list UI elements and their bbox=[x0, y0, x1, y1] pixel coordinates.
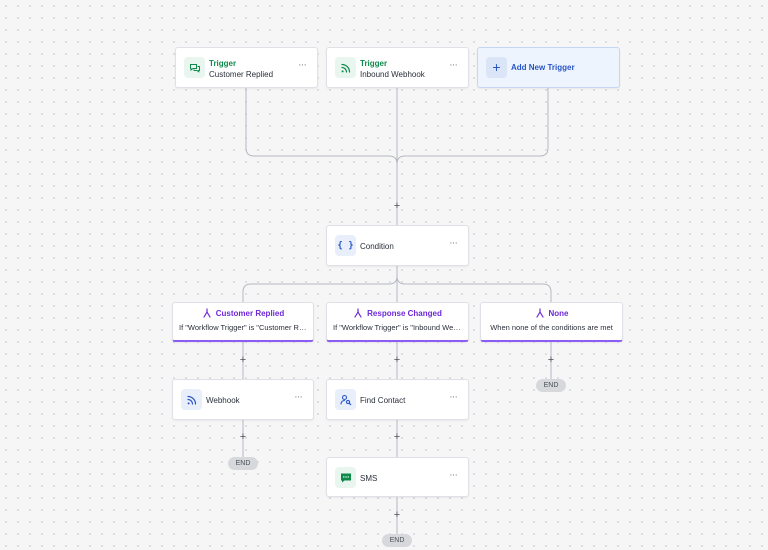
add-step-button[interactable]: + bbox=[239, 431, 247, 443]
branch-none[interactable]: None When none of the conditions are met bbox=[480, 302, 623, 342]
branch-description: When none of the conditions are met bbox=[490, 323, 613, 332]
add-step-button[interactable]: + bbox=[547, 354, 555, 366]
branch-icon bbox=[535, 308, 544, 318]
action-webhook[interactable]: Webhook ··· bbox=[172, 379, 314, 420]
action-label: Find Contact bbox=[360, 396, 406, 405]
action-sms[interactable]: SMS ··· bbox=[326, 457, 469, 497]
condition-node[interactable]: { } Condition ··· bbox=[326, 225, 469, 266]
trigger-customer-replied[interactable]: Trigger Customer Replied ··· bbox=[175, 47, 318, 88]
webhook-icon bbox=[335, 57, 356, 78]
sms-icon bbox=[335, 467, 356, 488]
trigger-inbound-webhook[interactable]: Trigger Inbound Webhook ··· bbox=[326, 47, 469, 88]
trigger-name-label: Customer Replied bbox=[209, 70, 274, 79]
branch-icon bbox=[354, 308, 362, 318]
end-marker: END bbox=[228, 457, 258, 470]
branch-icon bbox=[203, 308, 211, 318]
trigger-name-label: Inbound Webhook bbox=[360, 70, 425, 79]
more-options-icon[interactable]: ··· bbox=[298, 59, 307, 71]
more-options-icon[interactable]: ··· bbox=[449, 59, 458, 71]
branch-description: If "Workflow Trigger" is "Inbound Web... bbox=[333, 323, 462, 332]
branch-description: If "Workflow Trigger" is "Customer Re... bbox=[179, 323, 307, 332]
end-marker: END bbox=[382, 534, 412, 547]
braces-icon: { } bbox=[335, 235, 356, 256]
add-step-button[interactable]: + bbox=[393, 431, 401, 443]
more-options-icon[interactable]: ··· bbox=[449, 391, 458, 403]
webhook-icon bbox=[181, 389, 202, 410]
branch-response-changed[interactable]: Response Changed If "Workflow Trigger" i… bbox=[326, 302, 469, 342]
person-search-icon bbox=[335, 389, 356, 410]
more-options-icon[interactable]: ··· bbox=[449, 237, 458, 249]
branch-customer-replied[interactable]: Customer Replied If "Workflow Trigger" i… bbox=[172, 302, 314, 342]
branch-title: Response Changed bbox=[367, 308, 442, 318]
end-marker: END bbox=[536, 379, 566, 392]
add-step-button[interactable]: + bbox=[393, 200, 401, 212]
add-step-button[interactable]: + bbox=[393, 509, 401, 521]
more-options-icon[interactable]: ··· bbox=[294, 391, 303, 403]
add-trigger-label: Add New Trigger bbox=[511, 63, 575, 72]
add-step-button[interactable]: + bbox=[393, 354, 401, 366]
action-find-contact[interactable]: Find Contact ··· bbox=[326, 379, 469, 420]
plus-icon: + bbox=[486, 57, 507, 78]
trigger-kind-label: Trigger bbox=[209, 59, 237, 68]
action-label: SMS bbox=[360, 474, 378, 483]
condition-label: Condition bbox=[360, 242, 394, 251]
add-step-button[interactable]: + bbox=[239, 354, 247, 366]
branch-title: Customer Replied bbox=[215, 308, 285, 318]
trigger-kind-label: Trigger bbox=[360, 59, 388, 68]
more-options-icon[interactable]: ··· bbox=[449, 469, 458, 481]
action-label: Webhook bbox=[206, 396, 240, 405]
chat-bubbles-icon bbox=[184, 57, 205, 78]
branch-title: None bbox=[548, 308, 569, 318]
add-new-trigger-button[interactable]: + Add New Trigger bbox=[477, 47, 620, 88]
